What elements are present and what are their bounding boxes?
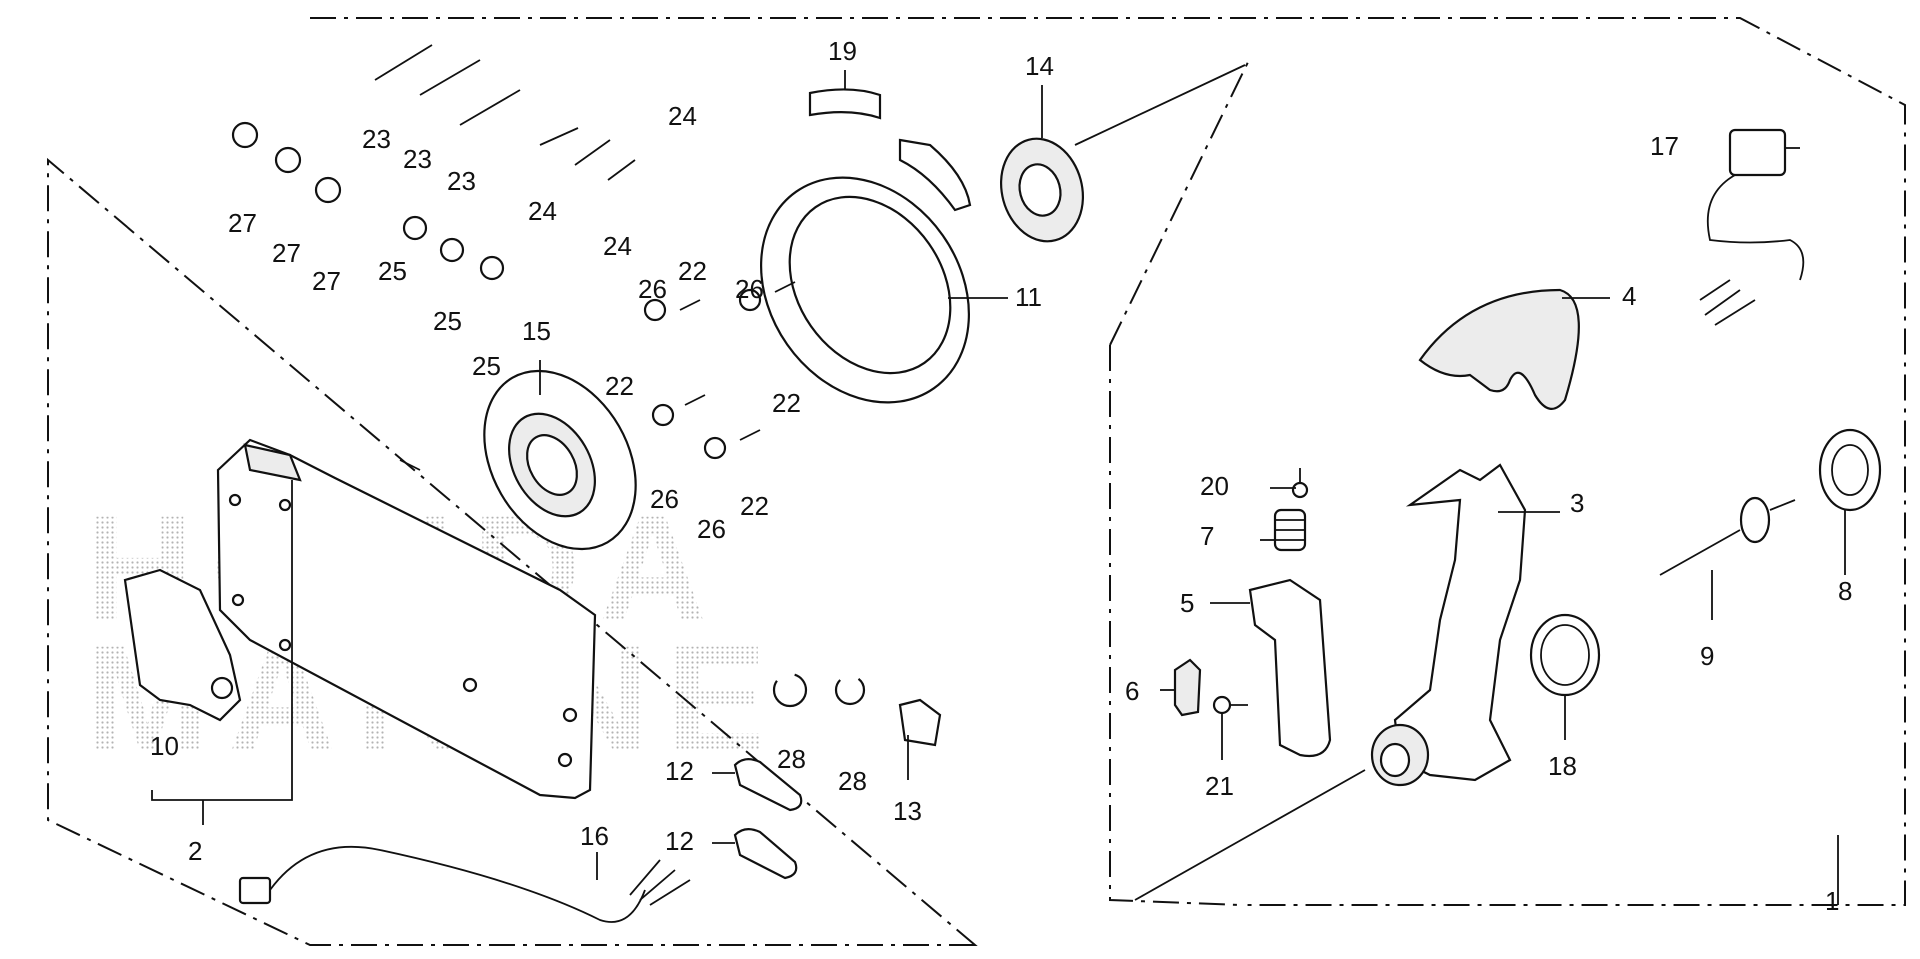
part-12-levers [733, 758, 803, 880]
callout-27-c: 27 [312, 266, 341, 296]
part-25-nuts [402, 215, 505, 281]
callout-24-c: 24 [603, 231, 632, 261]
callout-19: 19 [828, 36, 857, 66]
callout-22-d: 22 [740, 491, 769, 521]
callout-11: 11 [1015, 282, 1042, 312]
part-19-spring-plate [808, 88, 882, 120]
callout-26-b: 26 [735, 274, 764, 304]
callout-8: 8 [1838, 576, 1852, 606]
part-23-bolts [374, 44, 521, 126]
part-28-clips [772, 672, 866, 708]
part-15-base-plate [483, 369, 637, 551]
callout-15: 15 [522, 316, 551, 346]
callout-5: 5 [1180, 588, 1194, 618]
part-19b-spring-plate [898, 138, 972, 212]
callout-1: 1 [1825, 886, 1839, 916]
part-3-lever [1370, 463, 1527, 787]
part-11-friction-ring [760, 176, 970, 404]
callout-6: 6 [1125, 676, 1139, 706]
leader-lines [151, 64, 1846, 905]
callout-9: 9 [1700, 641, 1714, 671]
part-20-screw [1291, 468, 1309, 499]
callout-17: 17 [1650, 131, 1679, 161]
callout-22-b: 22 [605, 371, 634, 401]
callout-16: 16 [580, 821, 609, 851]
right-group-frame [1109, 57, 1251, 906]
part-10-cover-plate [123, 568, 242, 722]
part-21-screw [1212, 695, 1248, 715]
left-group-frame [47, 17, 1906, 946]
callout-25-b: 25 [433, 306, 462, 336]
callout-10: 10 [150, 731, 179, 761]
callout-26-d: 26 [697, 514, 726, 544]
callout-28-a: 28 [777, 744, 806, 774]
callout-23-b: 23 [403, 144, 432, 174]
callout-25-c: 25 [472, 351, 501, 381]
callout-14: 14 [1025, 51, 1054, 81]
callout-28-b: 28 [838, 766, 867, 796]
callout-20: 20 [1200, 471, 1229, 501]
part-9-shaft [1659, 496, 1796, 576]
part-2-control-box [216, 438, 597, 800]
callout-labels: 1 2 3 4 5 6 7 8 9 10 11 12 12 13 14 15 1… [150, 36, 1852, 916]
callout-25-a: 25 [378, 256, 407, 286]
callout-7: 7 [1200, 521, 1214, 551]
callout-24-a: 24 [668, 101, 697, 131]
part-6-block [1173, 658, 1202, 717]
part-5-lever [1248, 578, 1332, 758]
callout-22-a: 22 [678, 256, 707, 286]
part-7-spring [1273, 508, 1307, 552]
callout-2: 2 [188, 836, 202, 866]
part-27-washers [231, 121, 342, 204]
part-14-gear [999, 137, 1085, 243]
part-13-clip [898, 698, 942, 747]
part-17-switch [1699, 128, 1805, 326]
callout-12-upper: 12 [665, 756, 694, 786]
callout-27-a: 27 [228, 208, 257, 238]
callout-26-c: 26 [650, 484, 679, 514]
callout-18: 18 [1548, 751, 1577, 781]
part-26-washers [643, 288, 762, 460]
callout-21: 21 [1205, 771, 1234, 801]
callout-22-c: 22 [772, 388, 801, 418]
callout-24-b: 24 [528, 196, 557, 226]
part-16-harness [238, 845, 691, 923]
callout-13: 13 [893, 796, 922, 826]
part-22-bolts [679, 281, 796, 441]
callout-27-b: 27 [272, 238, 301, 268]
group-boundary-frames [47, 17, 1906, 946]
callout-26-a: 26 [638, 274, 667, 304]
part-24-screws [539, 127, 636, 181]
callout-4: 4 [1622, 281, 1636, 311]
part-4-cover [1418, 288, 1580, 410]
callout-3: 3 [1570, 488, 1584, 518]
part-8-bushing [1818, 428, 1882, 512]
callout-23-a: 23 [362, 124, 391, 154]
callout-23-c: 23 [447, 166, 476, 196]
callout-12-lower: 12 [665, 826, 694, 856]
